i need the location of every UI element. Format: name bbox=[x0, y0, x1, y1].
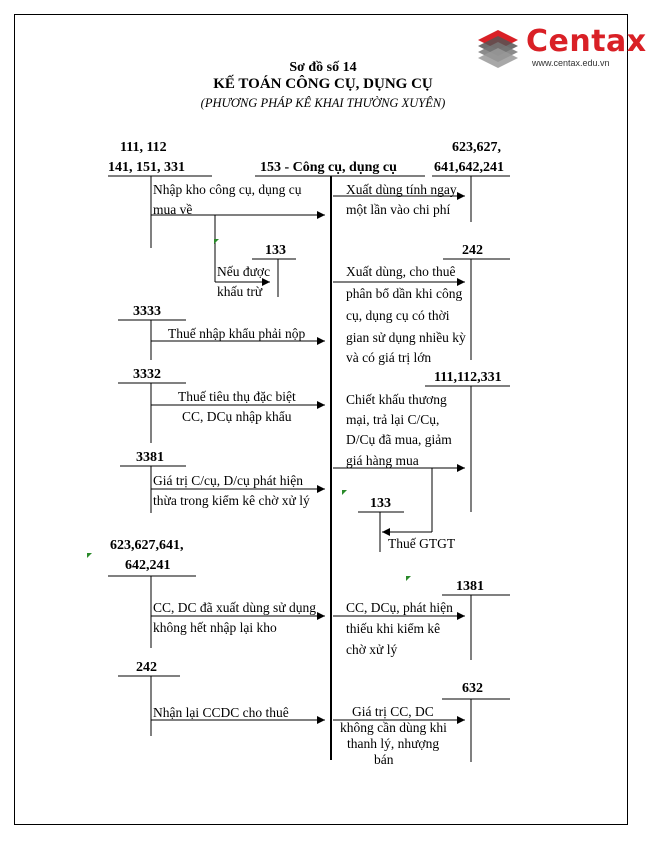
right-242-desc-line4: gian sử dụng nhiều kỳ bbox=[346, 330, 466, 345]
right-111-desc-line3: D/Cụ đã mua, giảm bbox=[346, 432, 452, 447]
right-632-desc-line2: không cần dùng khi bbox=[340, 720, 447, 735]
left-3333-desc: Thuế nhập khẩu phải nộp bbox=[168, 326, 306, 341]
left-623-label-line1: 623,627,641, bbox=[110, 538, 184, 553]
centax-logo: Centax www.centax.edu.vn bbox=[474, 22, 646, 72]
diagram-subtitle: (PHƯƠNG PHÁP KÊ KHAI THƯỜNG XUYÊN) bbox=[200, 96, 446, 110]
right-242-desc-line1: Xuất dùng, cho thuê bbox=[346, 264, 456, 279]
right-111-desc-line1: Chiết khấu thương bbox=[346, 392, 447, 407]
right-1381-desc-line2: thiếu khi kiểm kê bbox=[346, 621, 441, 636]
right-242-label: 242 bbox=[462, 243, 483, 258]
right-1381-desc-line1: CC, DCụ, phát hiện bbox=[346, 600, 453, 615]
right-242-desc-line5: và có giá trị lớn bbox=[346, 350, 432, 365]
left-acc1-label-line2: 141, 151, 331 bbox=[108, 160, 185, 175]
left-133-desc-line2: khấu trừ bbox=[217, 284, 263, 299]
logo-brand: Centax bbox=[526, 24, 646, 59]
right-242-desc-line3: cụ, dụng cụ có thời bbox=[346, 308, 450, 323]
left-3381-label: 3381 bbox=[136, 450, 164, 465]
comment-mark bbox=[342, 490, 347, 495]
left-3333-label: 3333 bbox=[133, 304, 161, 319]
right-242-desc-line2: phân bổ dần khi công bbox=[346, 286, 463, 301]
right-632-desc-line1: Giá trị CC, DC bbox=[352, 704, 434, 719]
right-111-desc-line2: mại, trả lại C/Cụ, bbox=[346, 412, 440, 427]
left-242-desc: Nhận lại CCDC cho thuê bbox=[153, 705, 289, 720]
left-3332-label: 3332 bbox=[133, 367, 161, 382]
right-623-desc-line1: Xuất dùng tính ngay bbox=[346, 182, 457, 197]
page-frame bbox=[14, 14, 628, 825]
left-3332-desc-line1: Thuế tiêu thụ đặc biệt bbox=[178, 389, 296, 404]
comment-mark bbox=[406, 576, 411, 581]
left-242-label: 242 bbox=[136, 660, 157, 675]
left-623-desc-line1: CC, DC đã xuất dùng sử dụng bbox=[153, 600, 316, 615]
left-623-desc-line2: không hết nhập lại kho bbox=[153, 620, 277, 635]
left-623-label-line2: 642,241 bbox=[125, 558, 171, 573]
comment-mark bbox=[214, 239, 219, 244]
right-133-desc: Thuế GTGT bbox=[388, 536, 456, 551]
right-1381-desc-line3: chờ xử lý bbox=[346, 642, 398, 657]
logo-url: www.centax.edu.vn bbox=[532, 58, 610, 68]
left-acc1-label-line1: 111, 112 bbox=[120, 140, 167, 155]
right-623-label-line2: 641,642,241 bbox=[434, 160, 504, 175]
left-133-desc-line1: Nếu được bbox=[217, 264, 271, 279]
comment-mark bbox=[87, 553, 92, 558]
left-acc1-desc-line2: mua về bbox=[153, 202, 193, 217]
diagram-title: KẾ TOÁN CÔNG CỤ, DỤNG CỤ bbox=[213, 76, 433, 92]
centax-logo-icon bbox=[478, 30, 518, 68]
right-632-desc-line4: bán bbox=[374, 752, 394, 767]
diagram-number: Sơ đồ số 14 bbox=[289, 60, 357, 75]
left-3381-desc-line1: Giá trị C/cụ, D/cụ phát hiện bbox=[153, 473, 303, 488]
right-133-label: 133 bbox=[370, 496, 391, 511]
right-623-label-line1: 623,627, bbox=[452, 140, 501, 155]
right-1381-label: 1381 bbox=[456, 579, 484, 594]
right-632-desc-line3: thanh lý, nhượng bbox=[347, 736, 440, 751]
left-3332-desc-line2: CC, DCụ nhập khẩu bbox=[182, 409, 292, 424]
left-133-label: 133 bbox=[265, 243, 286, 258]
left-3381-desc-line2: thừa trong kiểm kê chờ xử lý bbox=[153, 493, 310, 508]
right-111-desc-line4: giá hàng mua bbox=[346, 453, 419, 468]
right-111-label: 111,112,331 bbox=[434, 370, 502, 385]
left-acc1-desc-line1: Nhập kho công cụ, dụng cụ bbox=[153, 182, 302, 197]
right-623-desc-line2: một lần vào chi phí bbox=[346, 202, 451, 217]
right-632-label: 632 bbox=[462, 681, 483, 696]
central-account-label: 153 - Công cụ, dụng cụ bbox=[260, 160, 397, 175]
